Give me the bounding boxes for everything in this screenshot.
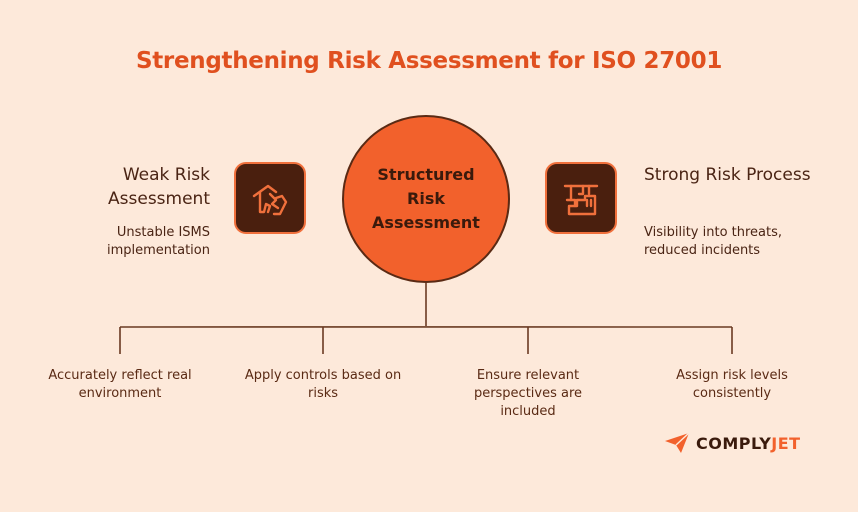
center-node: Structured Risk Assessment (342, 115, 510, 283)
branch-item: Assign risk levels consistently (676, 368, 788, 401)
branch-item: Accurately reflect real environment (48, 368, 192, 401)
brand-name: COMPLYJET (696, 433, 801, 453)
right-subtext: Visibility into threats, reduced inciden… (644, 225, 783, 258)
left-subtext: Unstable ISMS implementation (106, 225, 210, 258)
construction-crane-icon (545, 162, 617, 234)
branch-item: Apply controls based on risks (244, 368, 402, 401)
collapsing-house-icon (234, 162, 306, 234)
brand-logo: COMPLYJET (664, 432, 801, 454)
diagram-title: Strengthening Risk Assessment for ISO 27… (135, 48, 723, 74)
left-heading: Weak Risk Assessment (108, 165, 210, 209)
paper-plane-icon (665, 432, 690, 453)
center-node-label: Structured Risk Assessment (372, 165, 480, 232)
right-heading: Strong Risk Process (644, 165, 811, 185)
branch-item: Ensure relevant perspectives are include… (473, 368, 583, 419)
